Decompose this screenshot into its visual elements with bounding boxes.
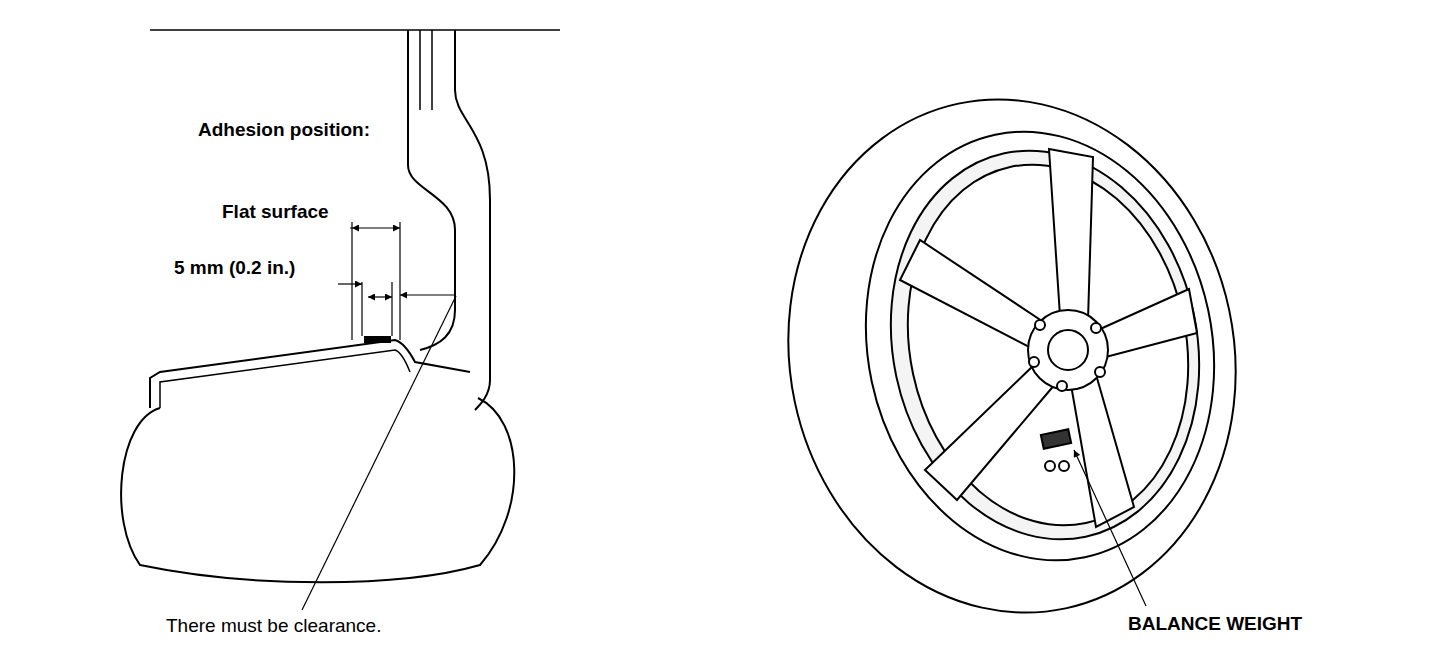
lug-hole	[1057, 381, 1067, 391]
valve-hole	[1059, 461, 1069, 471]
spoke	[1049, 149, 1093, 320]
leader-line	[1074, 450, 1146, 606]
extension-line	[361, 282, 362, 336]
clearance-arrow	[400, 294, 456, 295]
note-label: There must be clearance.	[166, 615, 381, 637]
disc-edge	[455, 30, 490, 410]
dimension-label: 5 mm (0.2 in.)	[174, 257, 295, 279]
center-bore	[1048, 330, 1088, 370]
valve-hole	[1045, 461, 1055, 471]
wheel-cross-section	[121, 30, 560, 582]
tire-outer	[741, 57, 1283, 654]
rim-lip	[856, 122, 1235, 569]
lug-hole	[1095, 367, 1105, 377]
spoke	[1071, 371, 1134, 527]
leader-line	[350, 227, 352, 228]
heading-label: Adhesion position:	[198, 119, 370, 141]
spoke	[900, 240, 1045, 349]
dimension-lines	[302, 222, 456, 610]
rim-well	[875, 138, 1221, 551]
spoke-groove	[420, 30, 432, 110]
lug-hole	[1029, 357, 1039, 367]
spoke	[925, 363, 1056, 500]
leader-line	[302, 296, 456, 610]
extension-line	[399, 222, 400, 340]
balance-weight	[364, 336, 391, 343]
dimension-arrow	[352, 227, 400, 228]
leader-line	[338, 283, 362, 284]
lug-hole	[1091, 323, 1101, 333]
balance-weight	[1041, 429, 1071, 449]
part-name: BALANCE WEIGHT	[1128, 613, 1302, 635]
rim-inner-line	[160, 350, 410, 408]
lug-hole	[1035, 320, 1045, 330]
dimension-arrow	[368, 296, 392, 297]
hub	[1028, 310, 1108, 390]
dimension-label: Flat surface	[222, 201, 329, 223]
extension-line	[351, 222, 352, 340]
wheel-perspective	[741, 57, 1283, 654]
disc-edge	[408, 30, 455, 350]
tire-section	[121, 398, 514, 582]
spoke	[1098, 289, 1197, 358]
extension-line	[391, 282, 392, 336]
rim-outline	[150, 340, 470, 408]
top-line	[150, 29, 560, 31]
tire-sidewall	[827, 99, 1253, 593]
